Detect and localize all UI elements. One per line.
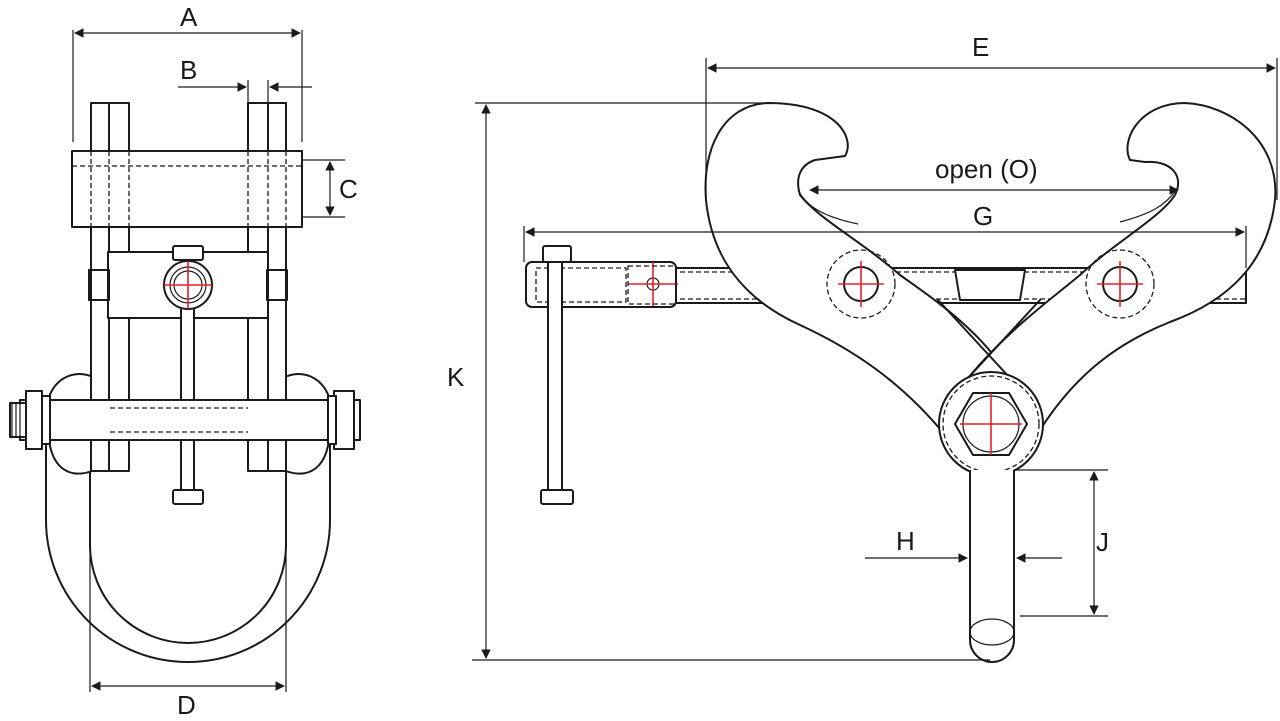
label-A: A xyxy=(180,2,198,32)
front-view: A B C D xyxy=(9,2,361,720)
label-D: D xyxy=(177,690,196,720)
side-view: E open (O) G K H J xyxy=(447,32,1278,663)
screw-rod xyxy=(180,289,195,491)
label-C: C xyxy=(339,174,358,204)
label-B: B xyxy=(180,55,197,85)
label-E: E xyxy=(972,32,989,62)
label-open: open (O) xyxy=(935,154,1038,184)
label-H: H xyxy=(896,526,915,556)
shackle-bolt xyxy=(19,399,361,441)
end-screw xyxy=(547,247,563,493)
lifting-eye xyxy=(969,470,1015,663)
label-K: K xyxy=(447,362,465,392)
label-G: G xyxy=(973,201,993,231)
bolt-nut-left xyxy=(25,390,43,450)
top-cross-block xyxy=(71,150,303,228)
label-J: J xyxy=(1096,527,1109,557)
